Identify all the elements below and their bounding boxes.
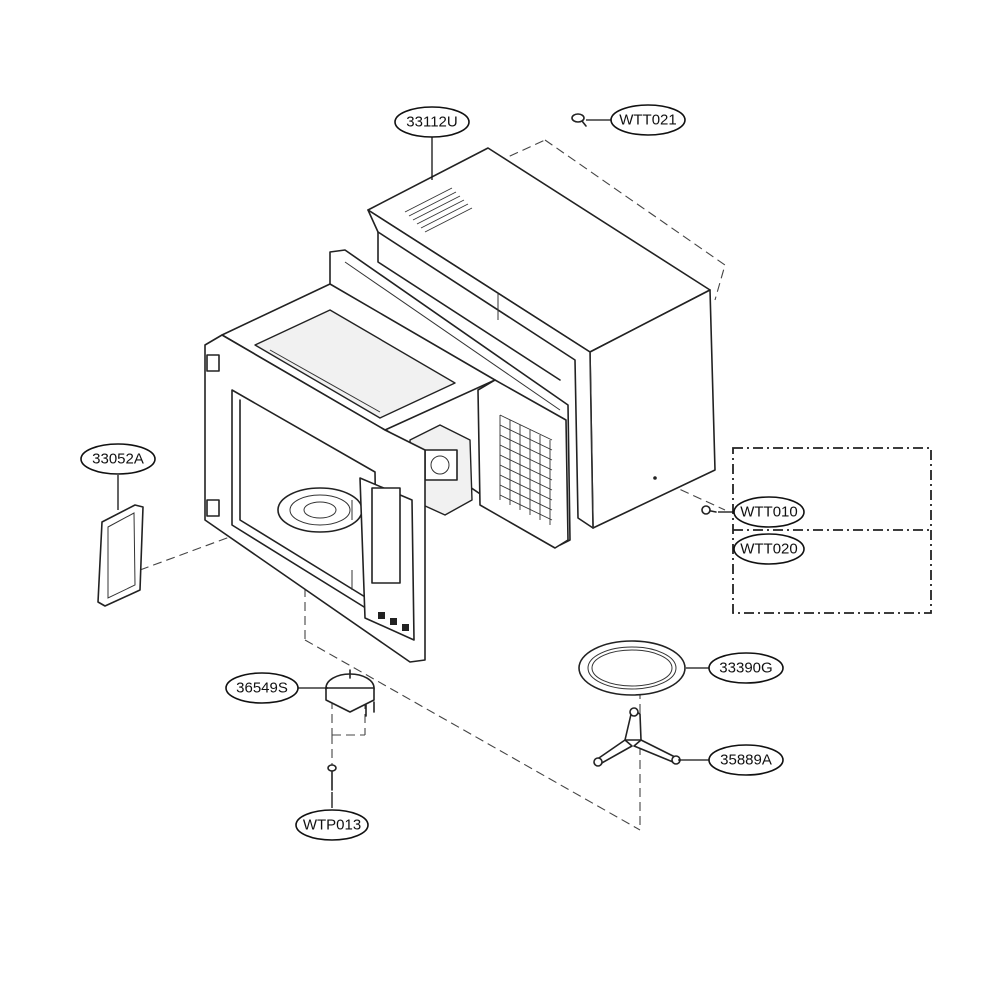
callout-wtt010-label: WTT010 [740,504,798,521]
callout-33112u-label: 33112U [406,114,457,131]
side-mesh-panel [499,414,553,525]
callout-wtp013: WTP013 [295,809,369,841]
turntable-motor [325,669,375,717]
callout-wtt020: WTT020 [733,533,805,565]
cabinet-vent-slots [404,187,473,233]
callout-wtt010: WTT010 [733,496,805,528]
callout-36549s: 36549S [225,672,299,704]
screw-wtp013 [327,764,337,791]
waveguide-cover [97,504,144,607]
callout-36549s-label: 36549S [236,680,288,697]
oven-chassis [204,249,571,663]
callout-wtp013-label: WTP013 [303,817,361,834]
screw-wtt010 [701,505,717,515]
callout-wtt020-label: WTT020 [740,541,798,558]
callout-33390g-label: 33390G [719,660,772,677]
roller-ring [578,640,686,696]
callout-33052a: 33052A [80,443,156,475]
callout-35889a-label: 35889A [720,752,772,769]
callout-33052a-label: 33052A [92,451,144,468]
callout-wtt021-label: WTT021 [619,112,677,129]
leader-lines [117,119,734,808]
callout-wtt021: WTT021 [610,104,686,136]
callout-33112u: 33112U [394,106,470,138]
callout-35889a: 35889A [708,744,784,776]
callout-33390g: 33390G [708,652,784,684]
screw-wtt021 [571,113,587,127]
turntable-coupler [593,707,681,767]
outer-cabinet [367,147,716,529]
hardware-kit-box [732,447,932,614]
